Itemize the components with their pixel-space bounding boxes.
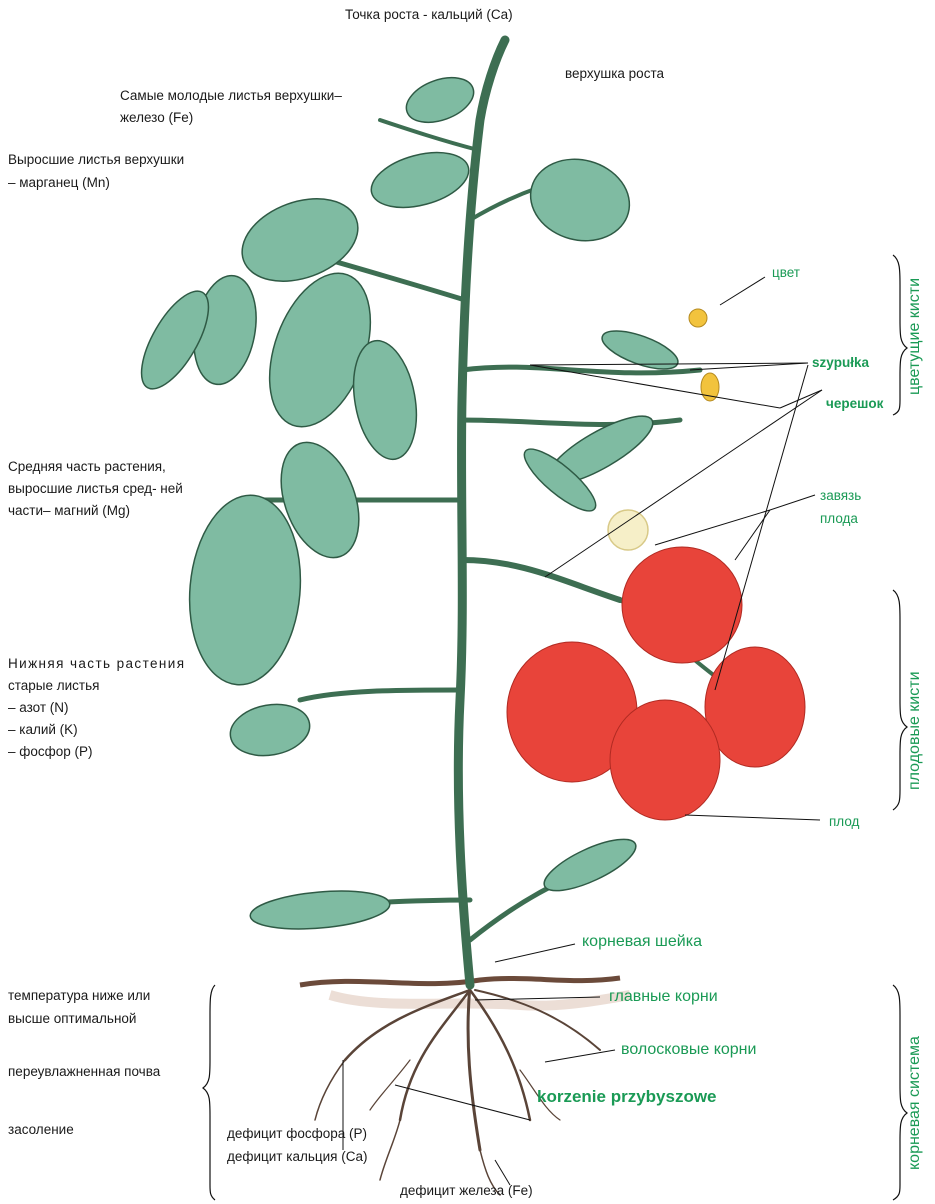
growth-tip-label: верхушка роста: [565, 62, 664, 86]
ovary-label-line1: завязь: [820, 484, 861, 508]
adventitious-roots-label: korzenie przybyszowe: [537, 1085, 717, 1109]
temperature-label-line2: высше оптимальной: [8, 1007, 136, 1031]
lower-part-label-line3: – азот (N): [8, 696, 69, 720]
phosphorus-deficit-label: дефицит фосфора (P): [227, 1122, 367, 1146]
fruit-label: плод: [829, 810, 859, 834]
temperature-label-line1: температура ниже или: [8, 984, 150, 1008]
middle-part-label-line1: Средняя часть растения,: [8, 455, 166, 479]
flower-label: цвет: [772, 261, 800, 285]
root-system-side-label: корневая система: [906, 1036, 924, 1170]
tomato-fruits: [507, 547, 805, 820]
iron-deficit-label: дефицит железа (Fe): [400, 1179, 533, 1203]
calcium-deficit-label: дефицит кальция (Ca): [227, 1145, 367, 1169]
young-leaves-label-line2: железо (Fe): [120, 106, 193, 130]
lower-part-label-line5: – фосфор (P): [8, 740, 93, 764]
hair-roots-label: волосковые корни: [621, 1038, 756, 1062]
flower-clusters-side-label: цветущие кисти: [906, 278, 924, 395]
petiole-label: черешок: [826, 392, 883, 416]
grown-top-leaves-label-line1: Выросшие листья верхушки: [8, 148, 184, 172]
middle-part-label-line3: части– магний (Mg): [8, 499, 130, 523]
main-roots-label: главные корни: [609, 985, 718, 1009]
ovary-label-line2: плода: [820, 507, 858, 531]
lower-part-label-line4: – калий (K): [8, 718, 78, 742]
tip-calcium-label: Точка роста - кальций (Ca): [345, 3, 513, 27]
middle-part-label-line2: выросшие листья сред- ней: [8, 477, 183, 501]
szypulka-label: szypułka: [812, 351, 869, 375]
salinity-label: засоление: [8, 1118, 74, 1142]
lower-part-label-line2: старые листья: [8, 674, 99, 698]
root-collar-label: корневая шейка: [582, 930, 702, 954]
fruit-clusters-side-label: плодовые кисти: [906, 671, 924, 790]
lower-part-label-line1: Нижняя часть растения: [8, 652, 185, 676]
grown-top-leaves-label-line2: – марганец (Mn): [8, 171, 110, 195]
young-leaves-label-line1: Самые молодые листья верхушки–: [120, 84, 342, 108]
waterlogged-label: переувлажненная почва: [8, 1060, 160, 1084]
flowers: [689, 309, 719, 401]
